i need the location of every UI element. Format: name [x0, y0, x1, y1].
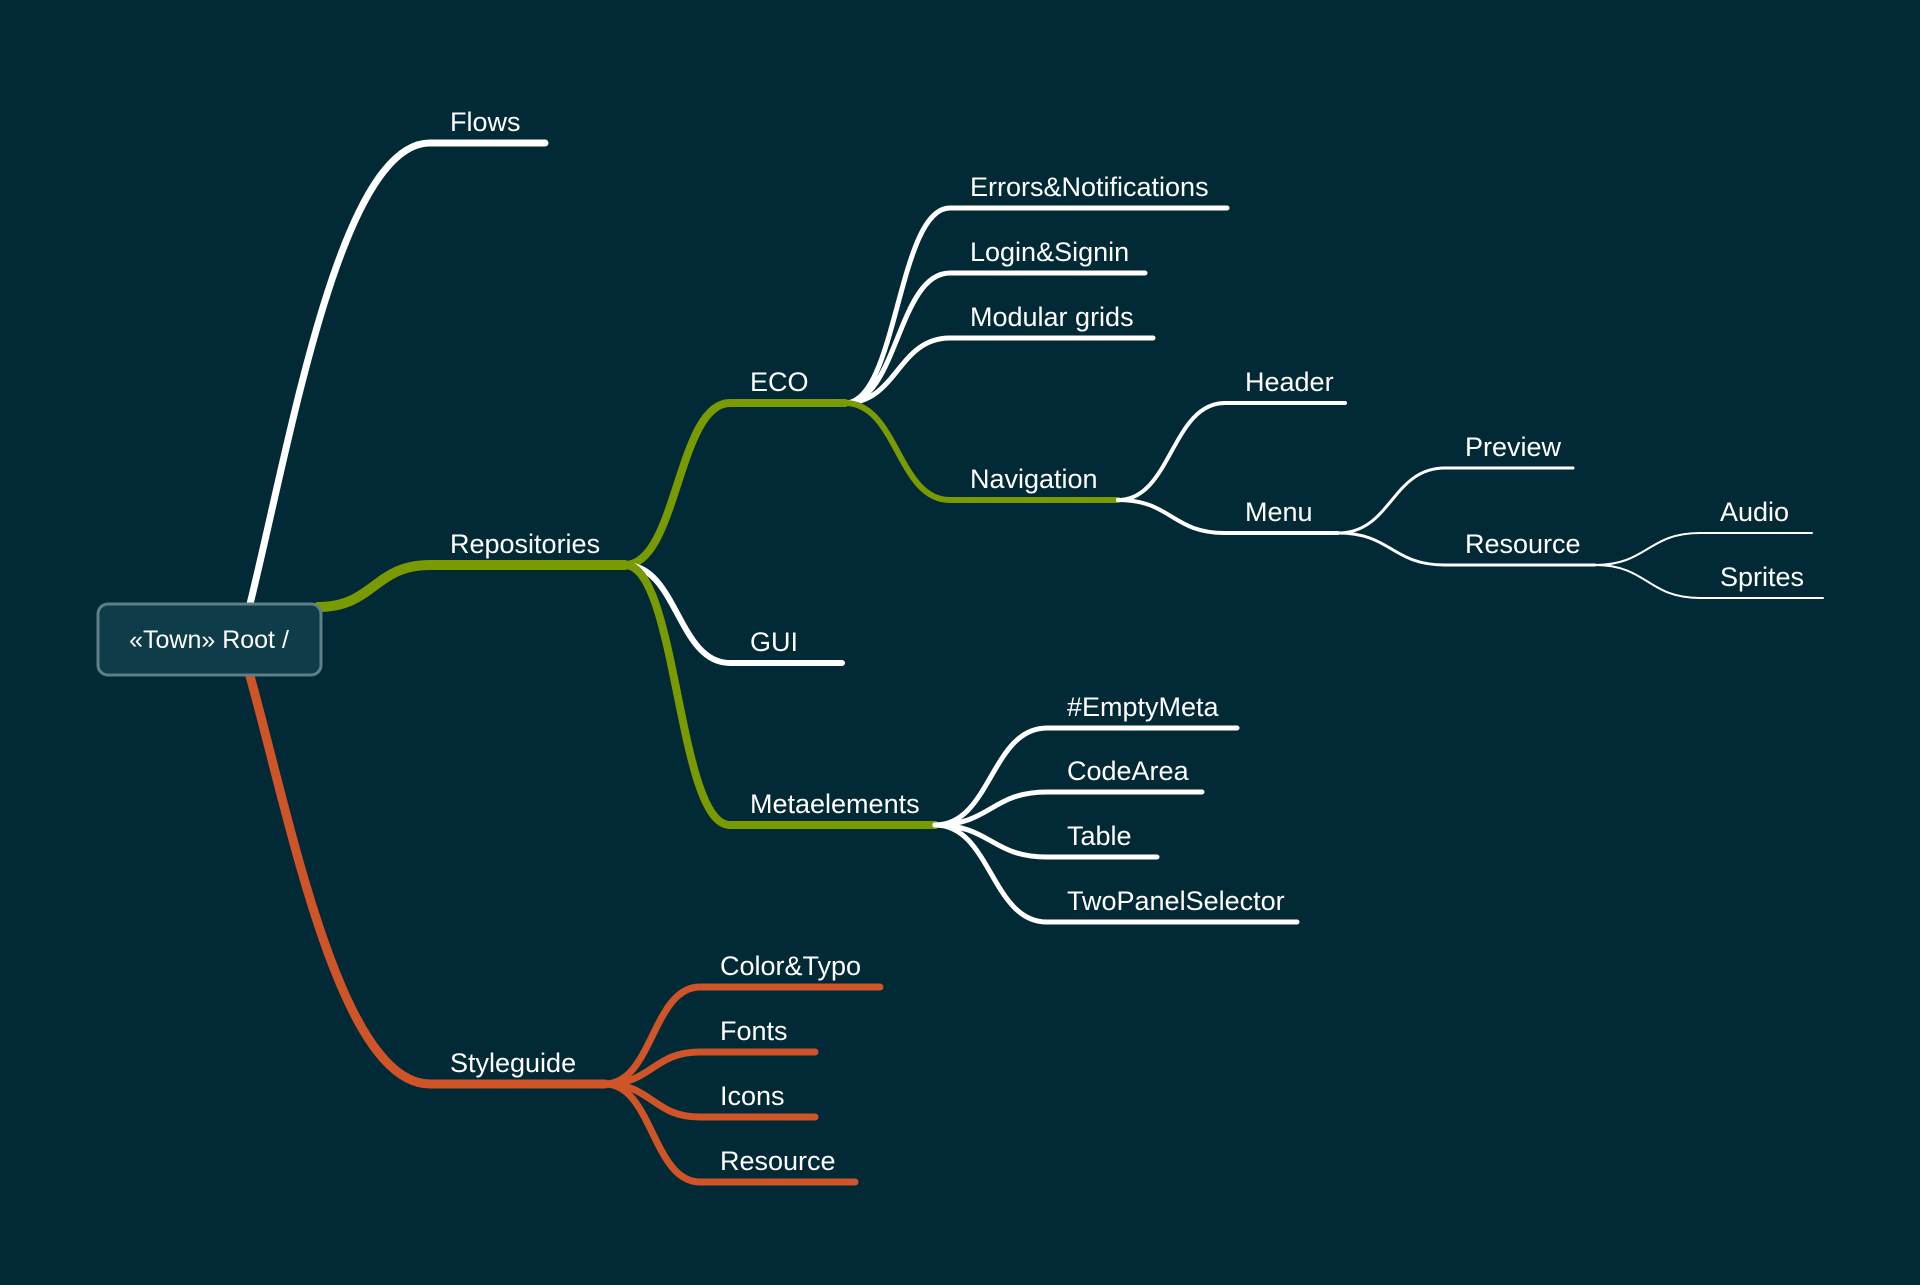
- connector-menu: [1116, 498, 1340, 535]
- node-twopanel[interactable]: TwoPanelSelector: [1067, 886, 1285, 916]
- connector-sg-resource: [601, 1080, 859, 1186]
- node-styleguide[interactable]: Styleguide: [450, 1048, 576, 1078]
- node-fonts[interactable]: Fonts: [720, 1016, 788, 1046]
- node-sg-resource[interactable]: Resource: [720, 1146, 836, 1176]
- node-repositories[interactable]: Repositories: [450, 529, 600, 559]
- connector-metaelements: [621, 561, 939, 829]
- node-preview[interactable]: Preview: [1465, 432, 1562, 462]
- node-audio[interactable]: Audio: [1720, 497, 1789, 527]
- node-emptymeta[interactable]: #EmptyMeta: [1067, 692, 1220, 722]
- connector-emptymeta: [932, 725, 1240, 828]
- root-node-label[interactable]: «Town» Root /: [129, 626, 289, 654]
- root-node[interactable]: «Town» Root /: [96, 602, 323, 677]
- node-login[interactable]: Login&Signin: [970, 237, 1129, 267]
- connector-menu-resource: [1336, 531, 1597, 567]
- node-grids[interactable]: Modular grids: [970, 302, 1134, 332]
- node-eco[interactable]: ECO: [750, 367, 809, 397]
- connector-styleguide: [245, 671, 610, 1089]
- node-menu[interactable]: Menu: [1245, 497, 1313, 527]
- node-sprites[interactable]: Sprites: [1720, 562, 1804, 592]
- node-icons[interactable]: Icons: [720, 1081, 785, 1111]
- node-colortypo[interactable]: Color&Typo: [720, 951, 861, 981]
- connector-errors: [842, 205, 1230, 406]
- node-header[interactable]: Header: [1245, 367, 1334, 397]
- connector-gui: [622, 562, 845, 666]
- connector-header: [1116, 401, 1347, 502]
- connector-grids: [842, 335, 1156, 406]
- connector-audio: [1594, 532, 1813, 566]
- connector-navigation: [842, 400, 1121, 503]
- connector-sprites: [1594, 564, 1824, 599]
- node-menu-resource[interactable]: Resource: [1465, 529, 1581, 559]
- node-navigation[interactable]: Navigation: [970, 464, 1098, 494]
- connector-eco: [621, 399, 849, 569]
- node-flows[interactable]: Flows: [450, 107, 521, 137]
- node-gui[interactable]: GUI: [750, 627, 798, 657]
- connector-twopanel: [932, 822, 1300, 925]
- connector-flows: [246, 139, 549, 608]
- node-codearea[interactable]: CodeArea: [1067, 756, 1190, 786]
- node-errors[interactable]: Errors&Notifications: [970, 172, 1209, 202]
- node-table[interactable]: Table: [1067, 821, 1132, 851]
- root-node-box[interactable]: [96, 602, 323, 677]
- mindmap-connectors: [245, 139, 1824, 1186]
- connector-repositories: [313, 560, 630, 612]
- node-metaelements[interactable]: Metaelements: [750, 789, 920, 819]
- connector-codearea: [932, 789, 1205, 828]
- connector-login: [842, 270, 1148, 406]
- connector-preview: [1336, 466, 1575, 535]
